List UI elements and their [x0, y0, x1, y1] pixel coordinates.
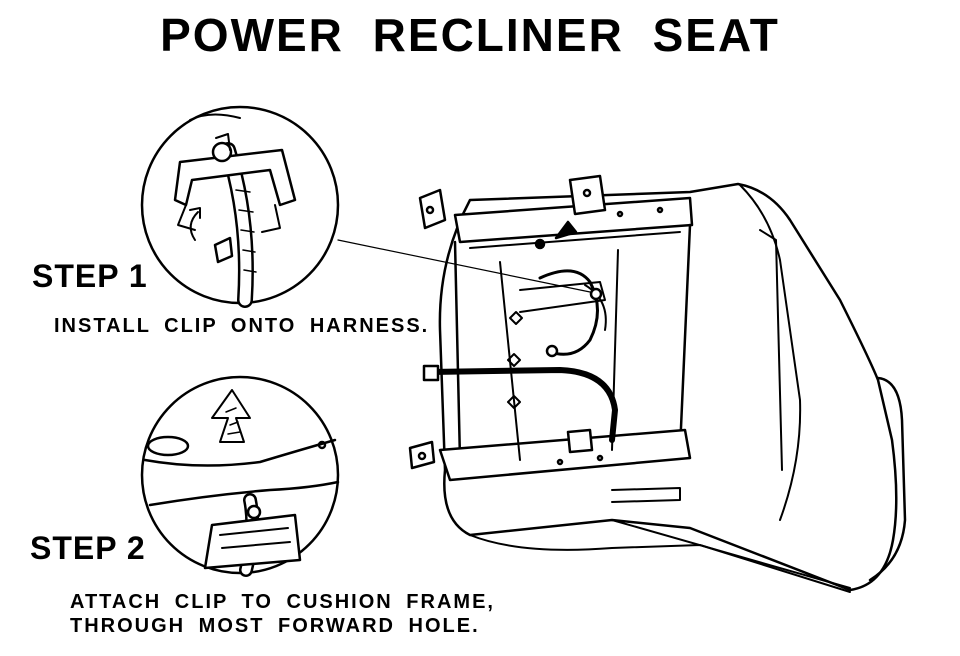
step2-detail-circle: [140, 375, 340, 577]
step2-instruction-line: ATTACH CLIP TO CUSHION FRAME,: [70, 591, 495, 613]
seat-frame: [408, 174, 694, 482]
step2-instruction: ATTACH CLIP TO CUSHION FRAME, THROUGH MO…: [70, 590, 495, 638]
step2-instruction-line: THROUGH MOST FORWARD HOLE.: [70, 615, 480, 637]
callout-leader-line: [337, 239, 591, 293]
seat-cushion: [438, 182, 907, 593]
step1-heading: STEP 1: [32, 258, 148, 294]
step2-heading: STEP 2: [30, 530, 146, 566]
step1-instruction-line: INSTALL CLIP ONTO HARNESS.: [54, 315, 430, 337]
step1-instruction: INSTALL CLIP ONTO HARNESS.: [54, 314, 429, 338]
diagram-title: POWER RECLINER SEAT: [160, 9, 780, 61]
step1-detail-circle: [140, 105, 340, 308]
